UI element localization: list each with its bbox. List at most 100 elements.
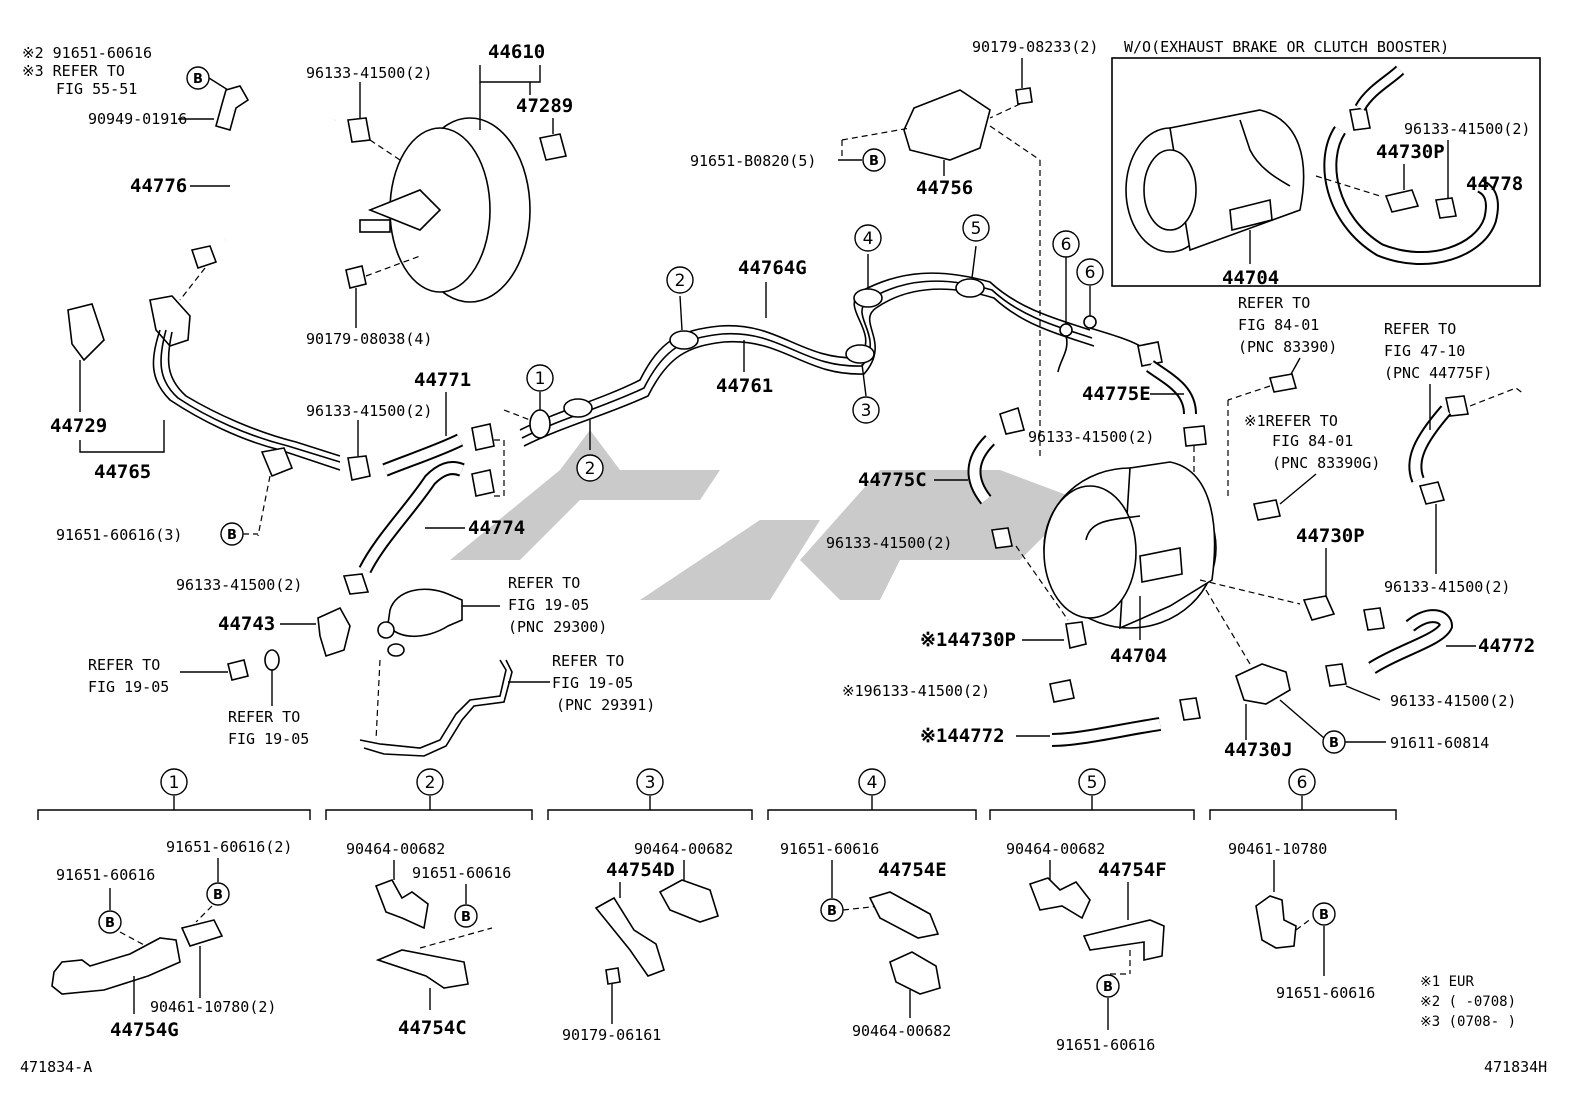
label-91651-3: 91651-60616(3): [56, 526, 182, 544]
label-44775E: 44775E: [1082, 383, 1151, 405]
b-mark-icon: [98, 910, 122, 934]
fitting-part: [227, 659, 249, 681]
refer-1905-b-line2: FIG 19-05: [228, 730, 309, 748]
b-mark-icon: [1096, 974, 1120, 998]
section-1-detail: 91651-60616(2) 91651-60616 B B 90461-107…: [51, 838, 292, 1041]
clip-part: [190, 245, 218, 270]
clip-part: [471, 423, 495, 451]
note-3: ※3 REFER TO: [22, 62, 125, 80]
bracket-44729: [67, 303, 105, 362]
b-mark-icon: [454, 904, 478, 928]
legend: ※1 EUR ※2 ( -0708) ※3 (0708- ): [1420, 974, 1516, 1030]
s2-label-c: 44754C: [398, 1017, 467, 1039]
brake-booster-44610: 44610 47289 96133-41500(2) 90179-08038(4…: [306, 41, 573, 348]
clamp-2b: [669, 330, 699, 350]
bracket-44754G: [51, 937, 181, 995]
section-4-detail: 91651-60616 B 44754E 90464-00682: [780, 840, 951, 1040]
refer-83390-line1: REFER TO: [1238, 294, 1310, 312]
label-44730P-eur: ※144730P: [920, 629, 1016, 651]
footer-left-code: 471834-A: [20, 1058, 92, 1076]
legend-period-3: ※3 (0708- ): [1420, 1014, 1516, 1030]
label-96133-d: 96133-41500(2): [176, 576, 302, 594]
clamp-44765: [260, 447, 294, 478]
clamp-3: [845, 344, 875, 364]
legend-period-2: ※2 ( -0708): [1420, 994, 1516, 1010]
sensor-83390: [1268, 373, 1298, 393]
refer-29300-line3: (PNC 29300): [508, 618, 607, 636]
label-44730J: 44730J: [1224, 739, 1293, 761]
section-2-detail: 90464-00682 91651-60616 B 44754C: [346, 840, 511, 1039]
refer-83390-line2: FIG 84-01: [1238, 316, 1319, 334]
clamp-6b: [1083, 315, 1097, 329]
top-left-notes: ※2 91651-60616 ※3 REFER TO FIG 55-51 B 9…: [22, 44, 250, 131]
label-91651-B0820: 91651-B0820(5): [690, 152, 816, 170]
clip-part: [1183, 425, 1207, 447]
label-47289: 47289: [516, 95, 573, 117]
clip-part: [374, 879, 429, 930]
gasket-47289: [539, 133, 567, 161]
legend-eur: ※1 EUR: [1420, 974, 1474, 990]
s5-label-c: 91651-60616: [1056, 1036, 1155, 1054]
valve-part: [1065, 621, 1087, 649]
section-callout-2-text: 2: [425, 773, 436, 793]
clip-part: [1418, 481, 1446, 505]
b-mark-text: B: [1319, 908, 1329, 923]
refer-83390G-line3: (PNC 83390G): [1272, 454, 1380, 472]
bracket-44756: [903, 89, 991, 161]
bracket-44754C: [375, 949, 469, 989]
nut-part: [605, 967, 621, 985]
label-44764G: 44764G: [738, 257, 807, 279]
refer-29391-line3: (PNC 29391): [556, 696, 655, 714]
inset-label-96133: 96133-41500(2): [1404, 120, 1530, 138]
section-callout-4: [858, 768, 886, 796]
section-callout-6-text: 6: [1297, 773, 1308, 793]
clip-part: [1435, 197, 1457, 219]
clip-part: [342, 573, 370, 595]
callout-5: [962, 214, 990, 242]
clip-part: [889, 951, 941, 995]
callout-4-text: 4: [863, 229, 874, 249]
refer-83390G-line1: ※1REFER TO: [1244, 412, 1338, 430]
footer-right-code: 471834H: [1484, 1058, 1547, 1076]
refer-44775F-line3: (PNC 44775F): [1384, 364, 1492, 382]
section-3-detail: 90464-00682 44754D 90179-06161: [562, 840, 733, 1044]
section-headers: 1 2 3 4 5 6: [37, 768, 1397, 820]
bracket-44754E: [868, 891, 940, 939]
label-44772-eur: ※144772: [920, 725, 1005, 747]
callout-1: [526, 364, 554, 392]
b-mark-text: B: [1103, 980, 1113, 995]
s1-label-c: 90461-10780(2): [150, 998, 276, 1016]
clip-part: [347, 455, 371, 481]
b-mark-text: B: [1329, 736, 1339, 751]
clip-part: [1137, 341, 1163, 367]
section-6-detail: 90461-10780 B 91651-60616: [1228, 840, 1375, 1002]
callout-4: [854, 224, 882, 252]
label-96133-e: 96133-41500(2): [1028, 428, 1154, 446]
b-mark-text: B: [461, 910, 471, 925]
b-mark-text: B: [213, 888, 223, 903]
callout-6a: [1052, 230, 1080, 258]
label-91611: 91611-60814: [1390, 734, 1489, 752]
wo-note: W/O(EXHAUST BRAKE OR CLUTCH BOOSTER): [1124, 38, 1449, 56]
b-mark-icon: [1312, 902, 1336, 926]
refer-83390G-line2: FIG 84-01: [1272, 432, 1353, 450]
s4-label-a: 91651-60616: [780, 840, 879, 858]
sensor-83390G: [1253, 499, 1281, 521]
bracket-44754F: [1082, 919, 1165, 961]
label-44772: 44772: [1478, 635, 1535, 657]
section-callout-4-text: 4: [867, 773, 878, 793]
callout-6b-text: 6: [1085, 263, 1096, 283]
label-44775C: 44775C: [858, 469, 927, 491]
label-44756: 44756: [916, 177, 973, 199]
clamp-2a: [563, 398, 593, 418]
inset-label-44778: 44778: [1466, 173, 1523, 195]
label-90949: 90949-01916: [88, 110, 187, 128]
refer-1905-a-line1: REFER TO: [88, 656, 160, 674]
s2-label-b: 91651-60616: [412, 864, 511, 882]
section-callout-1: [160, 768, 188, 796]
bracket-44754D: [594, 896, 665, 977]
footer-codes: 471834-A 471834H: [20, 1058, 1547, 1076]
callout-2b: [666, 266, 694, 294]
refer-29300-line1: REFER TO: [508, 574, 580, 592]
